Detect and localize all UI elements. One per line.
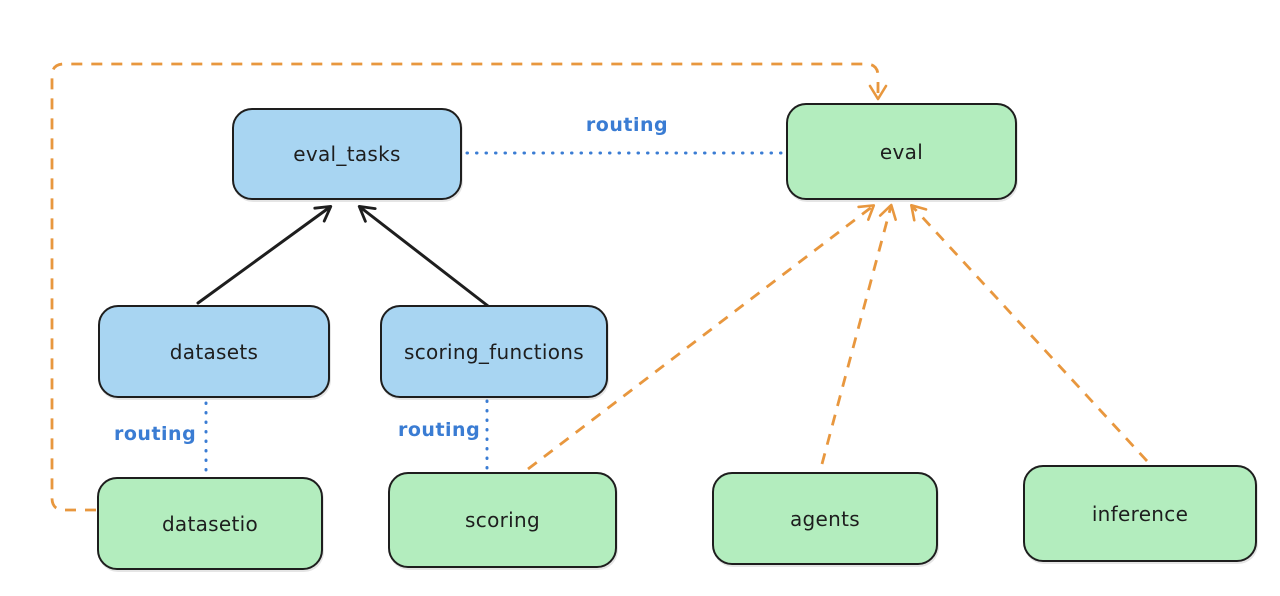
node-scoring: scoring <box>388 472 617 568</box>
node-inference: inference <box>1023 465 1257 562</box>
node-eval-tasks: eval_tasks <box>232 108 462 200</box>
node-agents: agents <box>712 472 938 565</box>
node-datasets: datasets <box>98 305 330 398</box>
edge-datasets-to-eval-tasks <box>196 205 333 305</box>
node-inference-label: inference <box>1091 501 1189 526</box>
node-eval: eval <box>786 103 1017 200</box>
node-eval-tasks-label: eval_tasks <box>293 142 401 166</box>
node-scoring-label: scoring <box>465 508 540 532</box>
node-datasetio: datasetio <box>97 477 323 570</box>
routing-label-datasets-datasetio: routing <box>114 423 197 445</box>
edge-inference-to-eval <box>910 203 1149 462</box>
node-eval-label: eval <box>879 139 924 164</box>
node-agents-label: agents <box>790 506 860 531</box>
edge-scoring-functions-to-eval-tasks <box>357 204 490 308</box>
edge-scoring-to-eval <box>527 204 876 471</box>
node-scoring-functions: scoring_functions <box>380 305 608 398</box>
routing-label-eval-tasks-eval: routing <box>585 114 669 136</box>
edge-agents-to-eval <box>820 203 897 465</box>
edge-datasetio-to-eval <box>50 62 888 512</box>
node-scoring-functions-label: scoring_functions <box>403 339 585 364</box>
node-datasets-label: datasets <box>169 339 259 364</box>
routing-label-scoring-functions-scoring: routing <box>398 419 481 441</box>
node-datasetio-label: datasetio <box>161 511 259 536</box>
